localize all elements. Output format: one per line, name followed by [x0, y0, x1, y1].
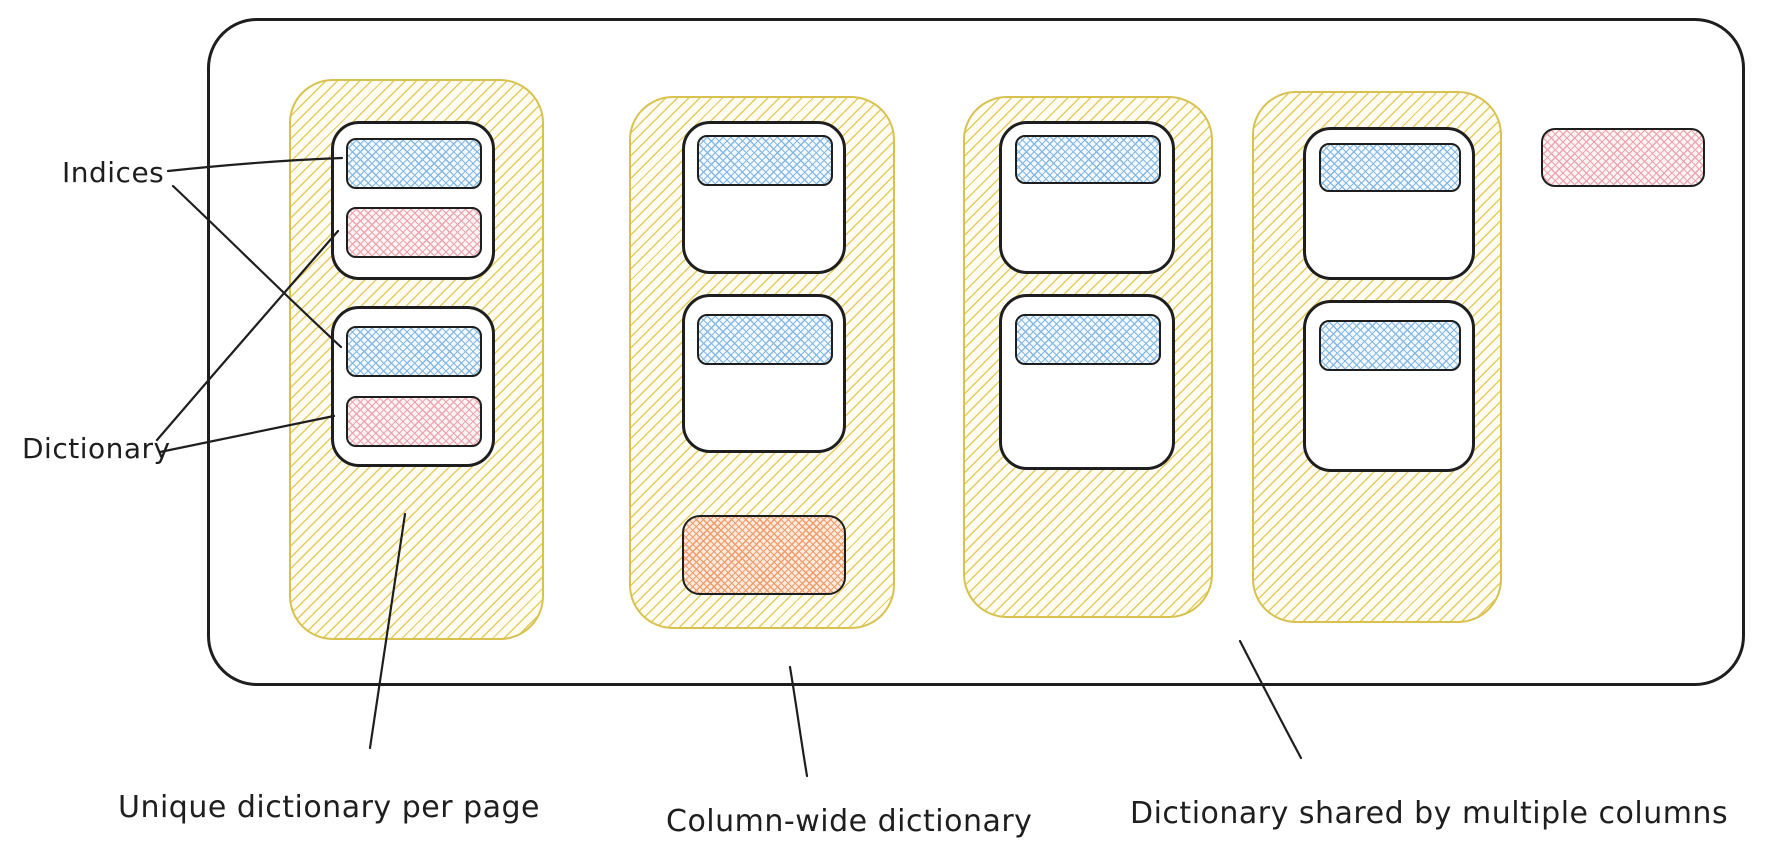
page [999, 121, 1175, 274]
index-chip [346, 138, 482, 189]
column-dictionary-chip [682, 515, 846, 595]
page [1303, 127, 1475, 280]
page [999, 294, 1175, 470]
indices-label: Indices [62, 156, 165, 189]
column-shared-dictionary-2 [1252, 91, 1502, 623]
caption-dictionary-shared-by-multiple-columns: Dictionary shared by multiple columns [1130, 796, 1729, 831]
column-unique-dictionary [289, 79, 544, 640]
page [1303, 300, 1475, 472]
dictionary-label: Dictionary [22, 432, 171, 465]
page [682, 294, 846, 453]
column-shared-dictionary-1 [963, 96, 1213, 618]
index-chip [346, 326, 482, 377]
caption-column-wide-dictionary: Column-wide dictionary [666, 804, 1033, 839]
page [331, 306, 495, 467]
page [682, 121, 846, 274]
dictionary-chip [346, 396, 482, 447]
caption-unique-dictionary-per-page: Unique dictionary per page [118, 790, 540, 825]
index-chip [1015, 135, 1161, 184]
index-chip [1319, 320, 1461, 371]
index-chip [1015, 314, 1161, 365]
column-wide-dictionary [629, 96, 895, 629]
index-chip [1319, 143, 1461, 192]
page [331, 121, 495, 280]
shared-dictionary-chip [1541, 128, 1705, 187]
index-chip [697, 314, 833, 365]
dictionary-chip [346, 207, 482, 258]
index-chip [697, 135, 833, 186]
